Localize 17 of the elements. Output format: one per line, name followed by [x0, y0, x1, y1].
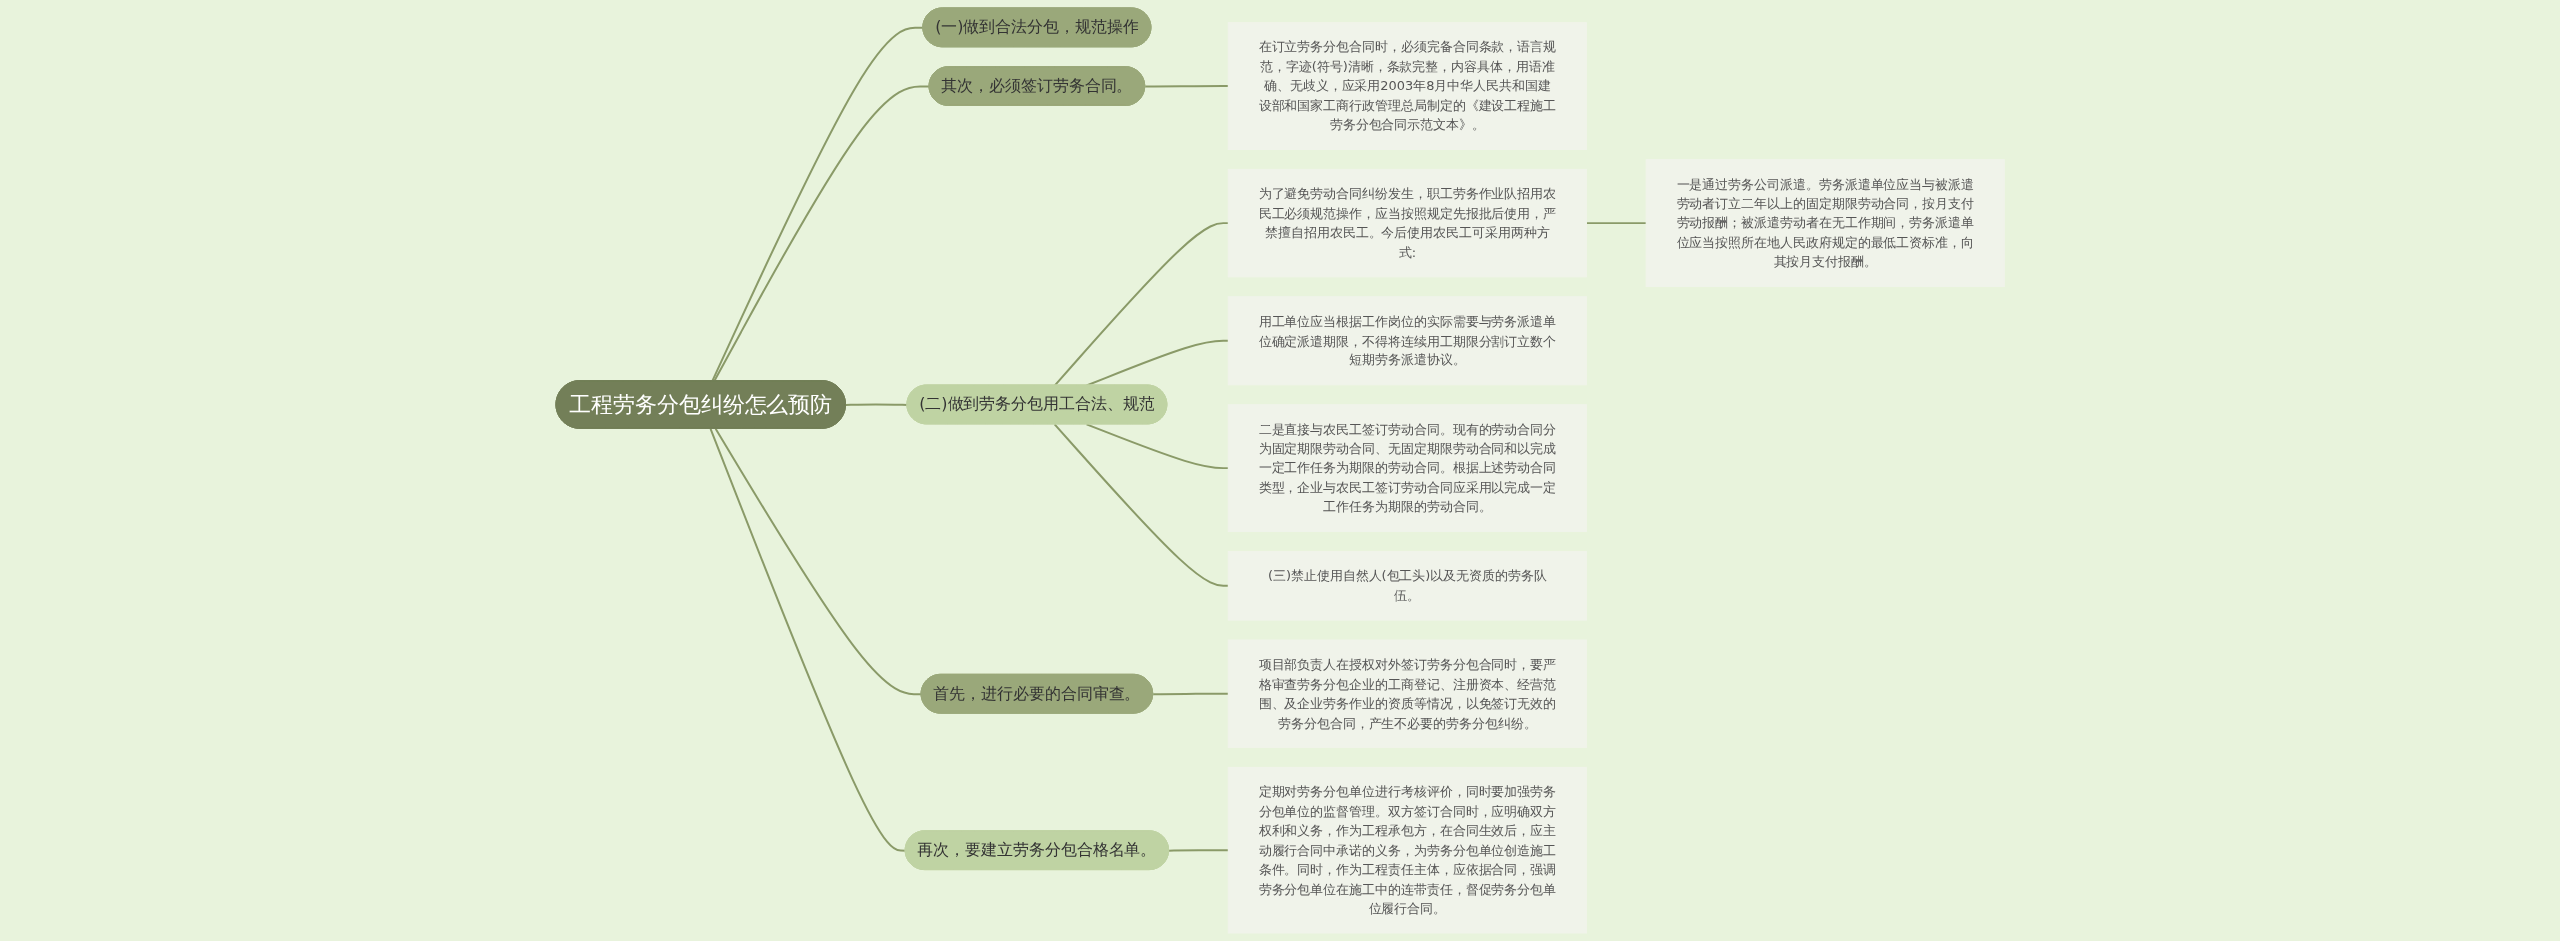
node-box: 定期对劳务分包单位进行考核评价，同时要加强劳务分包单位的监督管理。双方签订合同时，应明确双方权利和义务，作为工程承包方，在合同生效后，应主动履行合同中承诺的义务，为劳务分包单位创造施工条件。同时，作为工程责任主体，应依据合同，强调劳务分包单位在施工中的连带责任，督促劳务分包单位履行合同。 [1227, 766, 1587, 934]
node-box: 一是通过劳务公司派遣。劳务派遣单位应当与被派遣劳动者订立二年以上的固定期限劳动合同，按月支付劳动报酬；被派遣劳动者在无工作期间，劳务派遣单位应当按照所在地人民政府规定的最低工资标准，向其按月支付报酬。 [1645, 159, 2005, 288]
node-box: 项目部负责人在授权对外签订劳务分包合同时，要严格审查劳务分包企业的工商登记、注册资本、经营范围、及企业劳务作业的资质等情况，以免签订无效的劳务分包合同，产生不必要的劳务分包纠纷。 [1227, 639, 1587, 748]
connector [1085, 423, 1230, 470]
connector [1144, 85, 1230, 88]
connector [1152, 692, 1230, 696]
connector [709, 427, 907, 852]
connector [1053, 222, 1230, 387]
node-box: 在订立劳务分包合同时，必须完备合同条款，语言规范，字迹(符号)清晰，条款完整，内容具体，用语准确、无歧义，应采用2003年8月中华人民共和国建设部和国家工商行政管理总局制定的《建设工程施工劳务分包合同示范文本》。 [1227, 22, 1587, 150]
node-box: 用工单位应当根据工作岗位的实际需要与劳务派遣单位确定派遣期限，不得将连续用工期限分割订立数个短期劳务派遣协议。 [1227, 296, 1587, 386]
connector [714, 427, 923, 696]
node-box: (三)禁止使用自然人(包工头)以及无资质的劳务队伍。 [1227, 550, 1587, 621]
connector [1053, 423, 1230, 587]
node-box: 二是直接与农民工签订劳动合同。现有的劳动合同分为固定期限劳动合同、无固定期限劳动合同和以完成一定工作任务为期限的劳动合同。根据上述劳动合同类型，企业与农民工签订劳动合同应采用以完成一定工作任务为期限的劳动合同。 [1227, 404, 1587, 533]
node-box: 为了避免劳动合同纠纷发生，职工劳务作业队招用农民工必须规范操作，应当按照规定先报批后使用，严禁擅自招用农民工。今后使用农民工可采用两种方式: [1227, 168, 1587, 278]
connector [1167, 849, 1230, 852]
connector [1585, 222, 1647, 225]
